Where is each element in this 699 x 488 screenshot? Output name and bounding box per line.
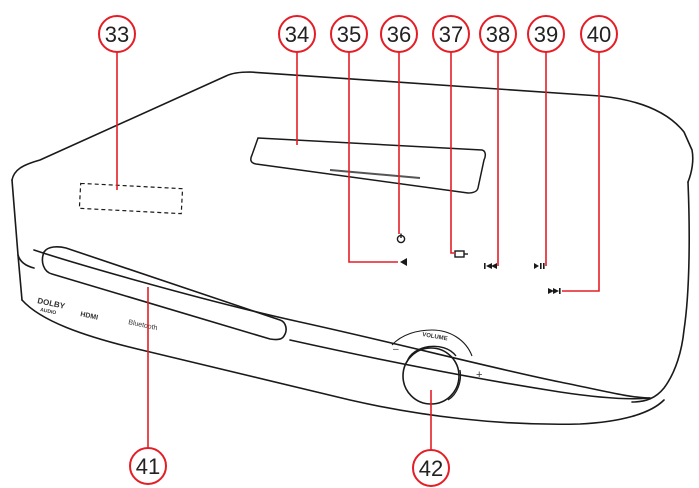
volume-label: VOLUME	[422, 332, 448, 342]
callout-39: 39	[527, 15, 565, 53]
svg-text:42: 42	[419, 456, 443, 481]
callout-42: 42	[412, 449, 450, 487]
svg-text:35: 35	[337, 22, 361, 47]
svg-text:34: 34	[285, 22, 309, 47]
callout-37: 37	[432, 15, 470, 53]
top-buttons	[396, 233, 561, 294]
callout-36: 36	[380, 15, 418, 53]
callout-40: 40	[580, 15, 618, 53]
volume-plus: +	[476, 369, 482, 381]
play-pause-icon[interactable]	[534, 263, 545, 269]
front-lower-edge	[289, 339, 651, 400]
front-logos: DOLBY AUDIO HDMI Bluetooth	[37, 296, 158, 332]
display-window	[250, 137, 487, 194]
previous-track-icon[interactable]	[484, 263, 497, 269]
svg-text:41: 41	[136, 454, 160, 479]
bluetooth-logo: Bluetooth	[128, 319, 158, 332]
svg-text:38: 38	[486, 22, 510, 47]
callouts: 33 34 35 36 37 38 39 40	[98, 15, 618, 487]
leader-37	[450, 52, 455, 254]
lower-contour	[17, 254, 23, 301]
callout-33: 33	[98, 15, 136, 53]
device-body	[11, 71, 694, 426]
svg-text:36: 36	[387, 22, 411, 47]
volume-knob[interactable]: VOLUME – +	[391, 329, 482, 405]
svg-text:39: 39	[534, 22, 558, 47]
callout-35: 35	[330, 15, 368, 53]
svg-text:37: 37	[439, 22, 463, 47]
callout-34: 34	[278, 15, 316, 53]
leader-35	[348, 52, 398, 263]
power-icon[interactable]	[396, 233, 406, 244]
hdmi-logo: HDMI	[80, 311, 99, 322]
front-panel	[41, 246, 287, 341]
left-edge	[11, 179, 35, 269]
callout-41: 41	[129, 447, 167, 485]
callout-38: 38	[479, 15, 517, 53]
right-edge	[631, 181, 690, 403]
volume-minus: –	[393, 344, 399, 355]
svg-text:33: 33	[105, 22, 129, 47]
dolby-sub-logo: AUDIO	[40, 307, 57, 316]
top-surface-outline	[11, 71, 694, 183]
volume-down-icon[interactable]	[400, 258, 407, 266]
leader-40	[562, 52, 600, 292]
source-icon[interactable]	[454, 250, 468, 258]
front-top-edge	[33, 249, 651, 399]
svg-text:40: 40	[587, 22, 611, 47]
bottom-edge	[21, 299, 665, 426]
leader-lines	[116, 52, 600, 452]
next-track-icon[interactable]	[548, 288, 561, 294]
hidden-display-area	[78, 182, 184, 215]
